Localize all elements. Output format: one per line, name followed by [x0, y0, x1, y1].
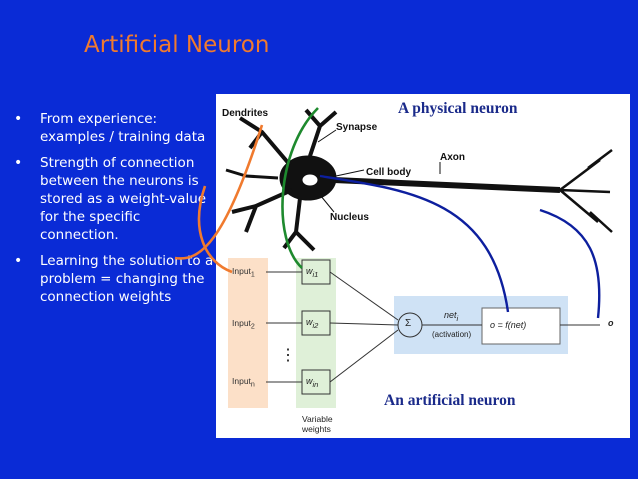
cell-body-pointer — [335, 169, 365, 177]
weight-label-n: win — [306, 376, 319, 389]
bullet-dot-icon: • — [14, 111, 23, 127]
cell-body-label: Cell body — [366, 167, 412, 178]
slide-title: Artificial Neuron — [84, 32, 270, 58]
blue-arrow — [319, 174, 510, 313]
connection-line — [329, 322, 399, 326]
synapse-label: Synapse — [336, 122, 378, 133]
orange-arrow — [197, 185, 233, 274]
input-column — [228, 258, 268, 408]
axon-terminal — [559, 149, 613, 233]
figure-panel — [216, 94, 630, 438]
output-label: o — [608, 318, 614, 328]
synapse-pointer — [317, 129, 337, 143]
nucleus-shape — [301, 173, 319, 187]
dendrite-branch — [238, 116, 292, 167]
output-function-box — [481, 307, 561, 345]
bullet-dot-icon: • — [14, 253, 23, 269]
weight-box-2 — [301, 310, 331, 336]
artificial-neuron-drawing: ⋮ — [228, 258, 600, 408]
dendrite-branch — [231, 188, 293, 233]
variable-weights-label: Variable weights — [302, 414, 333, 434]
orange-arrow — [174, 124, 264, 260]
input-label-n: Inputn — [232, 376, 255, 389]
bullet-text: From experience: examples / training dat… — [40, 111, 206, 145]
bullet-list: • From experience: examples / training da… — [14, 110, 219, 314]
connection-line — [329, 329, 399, 383]
dendrite-branch — [225, 168, 279, 180]
physical-neuron-drawing — [225, 108, 613, 252]
axon-shape — [333, 177, 561, 193]
input-label-2: Input2 — [232, 318, 255, 331]
artificial-neuron-label: An artificial neuron — [384, 392, 516, 409]
nucleus-label: Nucleus — [330, 212, 369, 223]
activation-label: (activation) — [432, 330, 472, 339]
bullet-text: Learning the solution to a problem = cha… — [40, 253, 214, 305]
dendrite-branch — [304, 108, 338, 157]
bullet-item: • Strength of connection between the neur… — [14, 154, 219, 244]
output-formula: o = f(net) — [490, 320, 527, 330]
blue-arrow — [539, 208, 601, 319]
axon-label: Axon — [440, 152, 465, 163]
physical-neuron-label: A physical neuron — [398, 100, 518, 117]
net-label: neti — [444, 310, 459, 323]
weight-label-2: wi2 — [306, 317, 319, 330]
bullet-text: Strength of connection between the neuro… — [40, 155, 207, 243]
bullet-item: • Learning the solution to a problem = ch… — [14, 252, 219, 306]
weight-box-1 — [301, 259, 331, 285]
bullet-item: • From experience: examples / training da… — [14, 110, 219, 146]
nucleus-pointer — [315, 189, 335, 213]
input-label-1: Input1 — [232, 266, 255, 279]
weight-box-3 — [301, 369, 331, 395]
dendrites-label: Dendrites — [222, 108, 269, 119]
green-arrow — [281, 107, 319, 269]
weight-label-1: wi1 — [306, 266, 319, 279]
sum-symbol: Σ — [405, 318, 412, 329]
bullet-dot-icon: • — [14, 155, 23, 171]
ellipsis-dots: ⋮ — [280, 347, 296, 364]
connection-line — [329, 271, 399, 321]
